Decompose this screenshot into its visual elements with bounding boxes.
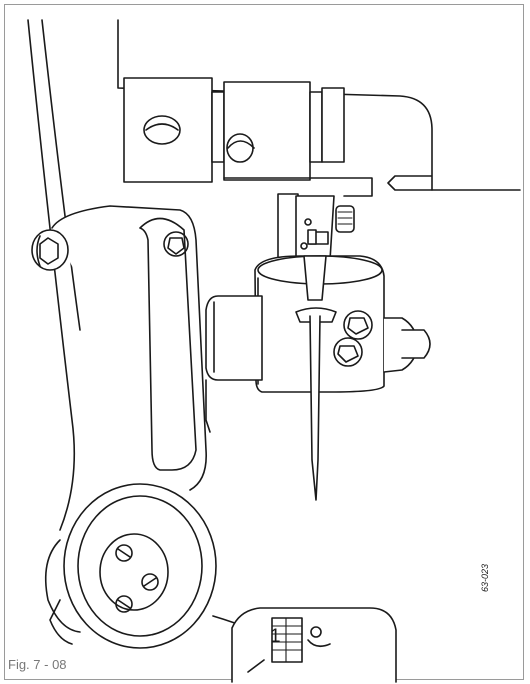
thread-tension-disc (44, 483, 217, 649)
needle (303, 255, 327, 501)
needle-bar (277, 193, 355, 261)
needle-clamp (254, 255, 431, 393)
machine-left-edge (27, 19, 81, 531)
machine-arm-housing (117, 19, 521, 191)
thread-guide-arm (31, 205, 207, 491)
needle-bar-block (123, 77, 373, 197)
callout-number: 1 (270, 626, 281, 647)
stitch-regulator-housing (231, 607, 397, 683)
bracket-plate (205, 295, 263, 433)
drawing-code: 63-023 (480, 564, 490, 592)
figure-caption: Fig. 7 - 08 (8, 657, 67, 672)
